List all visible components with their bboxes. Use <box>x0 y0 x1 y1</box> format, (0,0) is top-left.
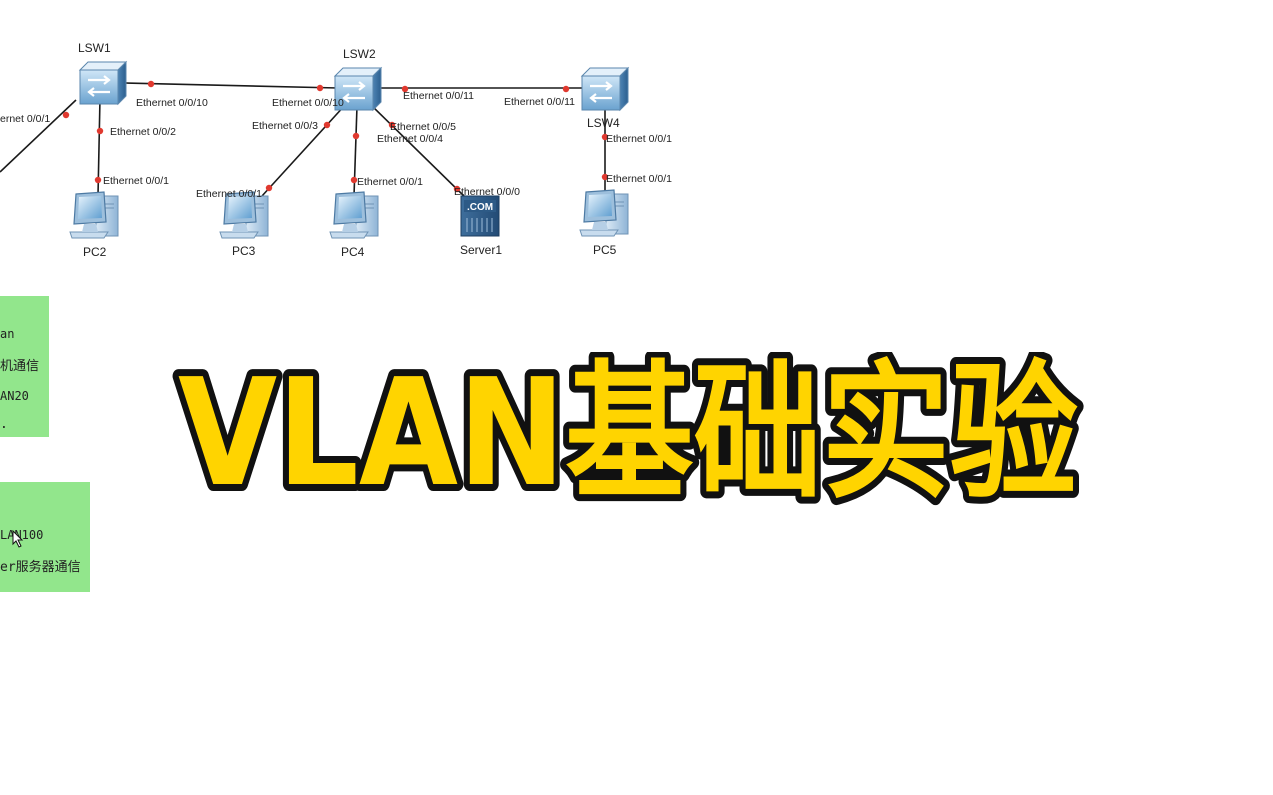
port-dot <box>62 111 70 119</box>
port-label: Ethernet 0/0/1 <box>357 176 423 188</box>
port-label: Ethernet 0/0/0 <box>454 186 520 198</box>
pc2-icon[interactable] <box>69 191 119 239</box>
switch-lsw4-icon[interactable] <box>580 66 630 112</box>
label-pc3: PC3 <box>232 244 256 258</box>
title-banner: VLAN基础实验 <box>171 352 1085 512</box>
note-box-2[interactable]: LAN100 er服务器通信 <box>0 482 90 592</box>
port-label: Ethernet 0/0/1 <box>103 175 169 187</box>
device-labels: LSW1 LSW2 LSW4 PC2 PC3 PC4 PC5 Server1 <box>78 41 620 259</box>
link-lsw1-lsw2 <box>125 82 339 89</box>
port-dot <box>265 184 273 192</box>
label-pc5: PC5 <box>593 243 617 257</box>
port-label: Ethernet 0/0/1 <box>606 173 672 185</box>
port-dot <box>94 176 102 184</box>
note-line: AN20 <box>0 389 29 403</box>
server-badge: .COM <box>467 202 493 213</box>
label-lsw4: LSW4 <box>587 116 620 130</box>
port-dot <box>601 173 609 181</box>
port-dot <box>316 84 324 92</box>
links <box>0 82 606 199</box>
link-lsw1-left <box>0 99 77 173</box>
port-label: Ethernet 0/0/4 <box>377 133 443 145</box>
port-label: Ethernet 0/0/2 <box>110 126 176 138</box>
port-dot <box>96 127 104 135</box>
port-label: Ethernet 0/0/3 <box>252 120 318 132</box>
label-pc2: PC2 <box>83 245 107 259</box>
pc5-icon[interactable] <box>579 189 629 237</box>
network-topology: .COM LSW1 LSW2 LSW4 PC2 PC3 PC4 PC5 Serv… <box>0 41 672 259</box>
port-label: Ethernet 0/0/1 <box>606 133 672 145</box>
port-dot <box>323 121 331 129</box>
port-label: Ethernet 0/0/10 <box>272 97 344 109</box>
note-box-1[interactable]: an 机通信 AN20 . <box>0 296 49 437</box>
port-dot <box>350 176 358 184</box>
port-dot <box>388 121 396 129</box>
port-label: ernet 0/0/1 <box>0 113 50 125</box>
port-label: Ethernet 0/0/5 <box>390 121 456 133</box>
port-dot <box>147 80 155 88</box>
devices: .COM <box>69 60 630 239</box>
port-label: Ethernet 0/0/1 <box>196 188 262 200</box>
mouse-cursor-icon <box>12 530 24 548</box>
port-dot <box>352 132 360 140</box>
banner-title: VLAN基础实验 <box>178 352 1078 512</box>
port-label: Ethernet 0/0/11 <box>504 96 575 108</box>
note-line: . <box>0 417 8 432</box>
port-dot <box>401 85 409 93</box>
port-labels: ernet 0/0/1 Ethernet 0/0/2 Ethernet 0/0/… <box>0 90 672 200</box>
label-pc4: PC4 <box>341 245 365 259</box>
port-dots <box>62 80 609 193</box>
label-lsw2: LSW2 <box>343 47 376 61</box>
port-dot <box>562 85 570 93</box>
port-dot <box>601 133 609 141</box>
pc4-icon[interactable] <box>329 191 379 239</box>
server1-icon[interactable]: .COM <box>460 195 500 237</box>
note-line: an <box>0 327 15 341</box>
link-lsw2-pc3 <box>261 103 347 197</box>
label-server1: Server1 <box>460 243 502 257</box>
switch-lsw1-icon[interactable] <box>78 60 128 106</box>
note-line: er服务器通信 <box>0 560 81 575</box>
note-line: LAN100 <box>0 528 44 542</box>
port-label: Ethernet 0/0/11 <box>403 90 474 102</box>
port-label: Ethernet 0/0/10 <box>136 97 208 109</box>
label-lsw1: LSW1 <box>78 41 111 55</box>
note-line: 机通信 <box>0 359 40 374</box>
port-dot <box>453 185 461 193</box>
link-lsw2-server1 <box>369 103 467 199</box>
